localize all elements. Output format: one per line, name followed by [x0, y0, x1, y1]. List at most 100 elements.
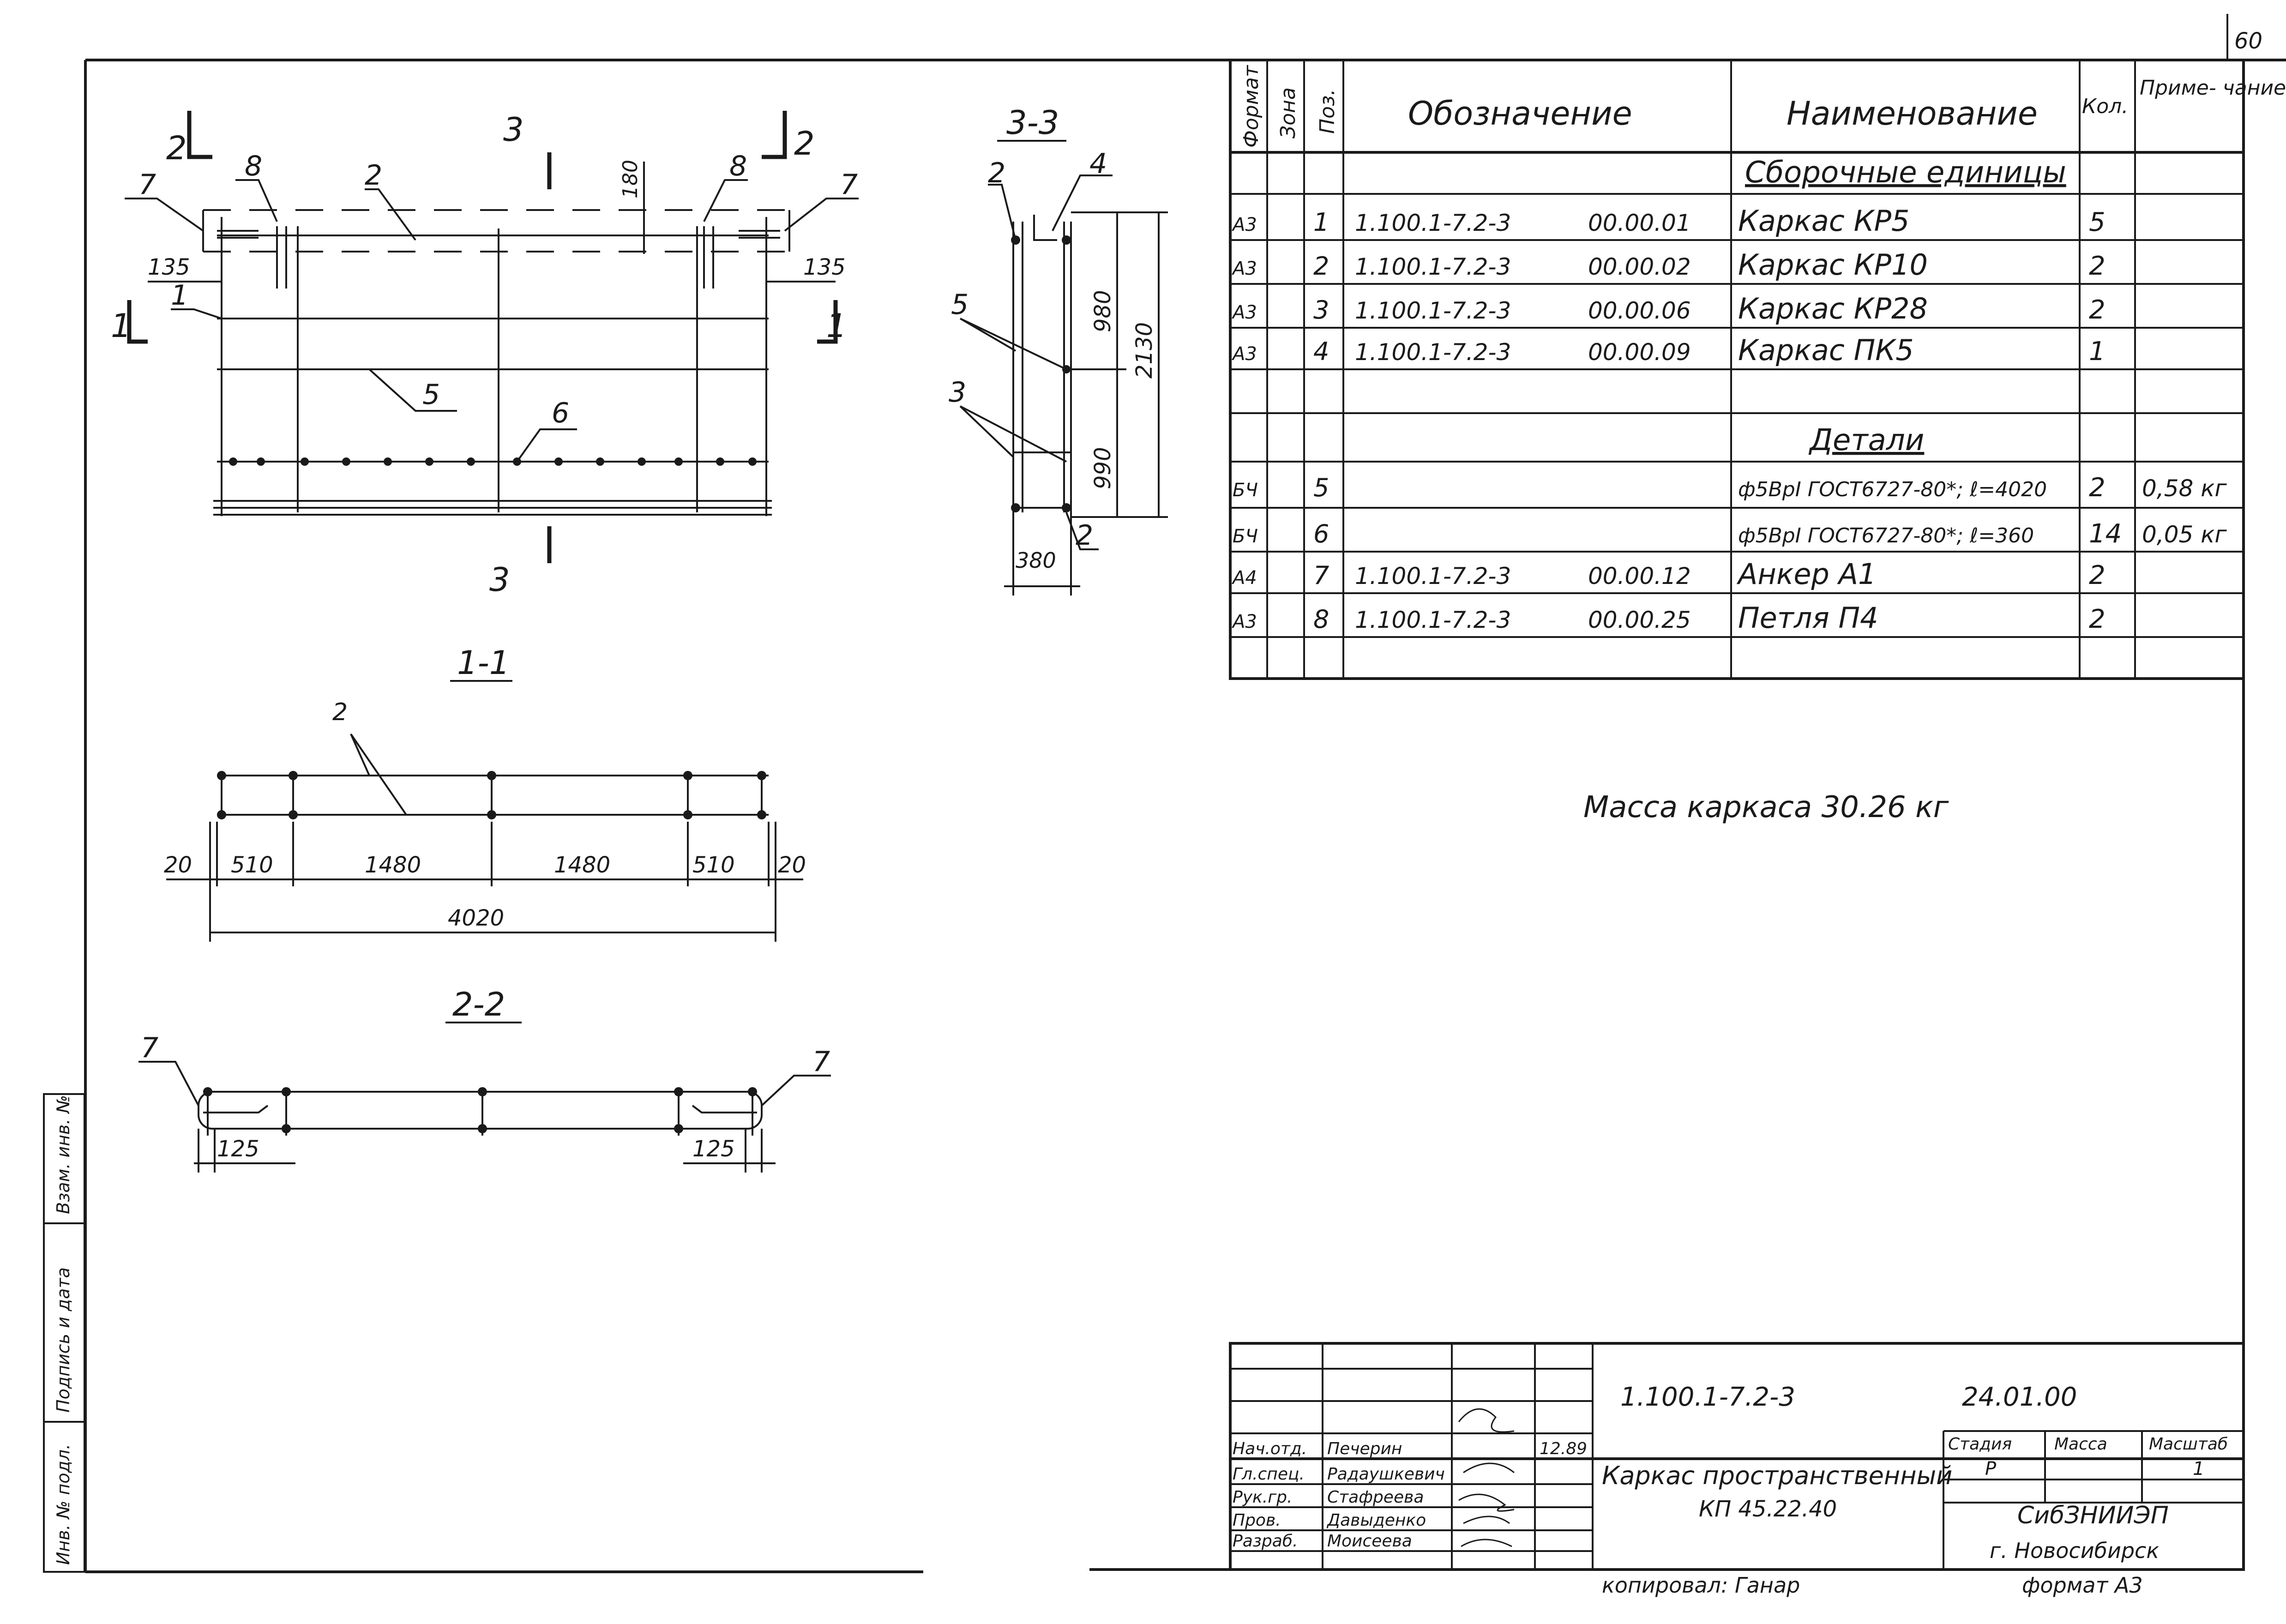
hdr-pos: Поз. — [1316, 89, 1339, 134]
tb-person: Моисеева — [1327, 1532, 1412, 1551]
spec-format: БЧ — [1233, 480, 1258, 501]
copied-by: копировал: Ганар — [1602, 1573, 1800, 1598]
spec-format: А4 — [1231, 567, 1257, 589]
spec-name: ф5ВрI ГОСТ6727-80*; ℓ=4020 — [1738, 478, 2047, 501]
s33-pos2-bottom: 2 — [1076, 519, 1093, 552]
mass-note: Масса каркаса 30.26 кг — [1583, 790, 1949, 824]
spec-format: А3 — [1231, 214, 1257, 235]
spec-format: А3 — [1231, 343, 1257, 365]
dim-135-right: 135 — [803, 254, 846, 280]
tb-org: СибЗНИИЭП — [2017, 1502, 2169, 1529]
stamp-replace: Взам. инв. № — [53, 1095, 73, 1214]
spec-pos: 3 — [1313, 295, 1329, 325]
tb-role: Рук.гр. — [1233, 1488, 1292, 1507]
s22-d125-left: 125 — [217, 1136, 259, 1162]
spec-pos: 6 — [1313, 519, 1329, 548]
spec-name: Каркас КР5 — [1738, 204, 1909, 238]
hdr-format: Формат — [1239, 65, 1263, 148]
s11-d1480a: 1480 — [365, 852, 421, 878]
spec-name: Каркас КР10 — [1738, 248, 1928, 282]
tb-role: Нач.отд. — [1233, 1439, 1307, 1458]
section-3-3-title: 3-3 — [1006, 104, 1059, 142]
pos5-label: 5 — [422, 379, 440, 411]
spec-qty: 2 — [2089, 473, 2106, 503]
pos7-right-label: 7 — [840, 168, 858, 201]
spec-table: Формат Зона Поз. Обозначение Наименовани… — [1229, 59, 2286, 680]
tb-doc-suffix: 24.01.00 — [1962, 1382, 2077, 1412]
s22-d125-right: 125 — [692, 1136, 735, 1162]
s11-d20a: 20 — [164, 852, 192, 878]
s33-pos2-top: 2 — [988, 157, 1005, 189]
hdr-name: Наименование — [1787, 95, 2038, 132]
tb-person: Печерин — [1327, 1439, 1402, 1458]
pos8-left-label: 8 — [245, 150, 262, 182]
dim-180: 180 — [619, 160, 642, 198]
s11-d20b: 20 — [778, 852, 806, 878]
hdr-note: Приме- чание — [2140, 76, 2286, 100]
tb-role: Разраб. — [1233, 1532, 1298, 1551]
side-stamp: Взам. инв. № Подпись и дата Инв. № подл. — [43, 1093, 85, 1573]
tb-title-line1: Каркас пространственный — [1602, 1461, 1952, 1490]
pos7-left-label: 7 — [138, 168, 156, 201]
spec-qty: 2 — [2089, 604, 2106, 634]
tb-stage: Р — [1985, 1458, 1997, 1480]
spec-qty: 2 — [2089, 251, 2106, 281]
tb-role: Гл.спец. — [1233, 1465, 1305, 1484]
s11-d510a: 510 — [231, 852, 273, 878]
spec-pos: 7 — [1313, 561, 1329, 590]
section-2-2-title: 2-2 — [452, 986, 505, 1023]
spec-code: 00.00.25 — [1588, 607, 1691, 633]
spec-name: Каркас ПК5 — [1738, 333, 1914, 367]
spec-code: 00.00.06 — [1588, 297, 1691, 324]
s11-total: 4020 — [448, 905, 504, 931]
tb-scale: 1 — [2193, 1458, 2204, 1480]
spec-name: Каркас КР28 — [1738, 292, 1928, 325]
s33-dim-990: 990 — [1090, 447, 1116, 489]
group-details: Детали — [1808, 423, 1924, 457]
s33-dim-380: 380 — [1016, 548, 1056, 573]
spec-doc: 1.100.1-7.2-3 — [1355, 607, 1511, 633]
s33-pos4: 4 — [1089, 148, 1107, 180]
pos1-label: 1 — [171, 279, 188, 312]
tb-person: Радаушкевич — [1327, 1465, 1445, 1484]
section-3-3: 3-3 2 4 5 3 2 980 990 2130 380 — [949, 104, 1168, 595]
s33-dim-980: 980 — [1090, 290, 1116, 332]
spec-format: А3 — [1231, 611, 1257, 632]
tb-mass-h: Масса — [2054, 1435, 2107, 1454]
tb-person: Стафреева — [1327, 1488, 1424, 1507]
tb-doc-number: 1.100.1-7.2-3 — [1620, 1382, 1795, 1412]
title-block: 1.100.1-7.2-3 24.01.00 Каркас пространст… — [1229, 1342, 2245, 1571]
spec-qty: 14 — [2089, 519, 2122, 549]
tb-stage-h: Стадия — [1948, 1435, 2012, 1454]
spec-format: БЧ — [1233, 526, 1258, 547]
s11-d1480b: 1480 — [554, 852, 610, 878]
stamp-inv: Инв. № подл. — [53, 1444, 73, 1565]
spec-doc: 1.100.1-7.2-3 — [1355, 297, 1511, 324]
s33-pos3: 3 — [949, 376, 966, 409]
spec-pos: 2 — [1313, 252, 1329, 281]
section-1-1-title: 1-1 — [457, 644, 510, 682]
spec-note: 0,05 кг — [2142, 521, 2227, 548]
sec2-right-label: 2 — [794, 125, 815, 162]
tb-date: 12.89 — [1540, 1439, 1587, 1458]
pos8-right-label: 8 — [729, 150, 747, 182]
sec1-right-label: 1 — [826, 307, 847, 345]
spec-name: Петля П4 — [1738, 601, 1878, 635]
spec-doc: 1.100.1-7.2-3 — [1355, 210, 1511, 236]
sec3-bottom-label: 3 — [489, 561, 510, 599]
spec-note: 0,58 кг — [2142, 475, 2227, 502]
spec-qty: 2 — [2089, 295, 2106, 325]
s33-pos5: 5 — [951, 289, 969, 321]
spec-code: 00.00.12 — [1588, 563, 1691, 589]
sec2-left-label: 2 — [166, 129, 187, 167]
spec-pos: 4 — [1313, 337, 1329, 366]
group-assemblies: Сборочные единицы — [1745, 156, 2066, 190]
sheet-frame: 60 — [84, 14, 2286, 1573]
spec-format: А3 — [1231, 302, 1257, 323]
dim-135-left: 135 — [148, 254, 190, 280]
spec-code: 00.00.01 — [1588, 210, 1691, 236]
spec-code: 00.00.09 — [1588, 339, 1691, 366]
